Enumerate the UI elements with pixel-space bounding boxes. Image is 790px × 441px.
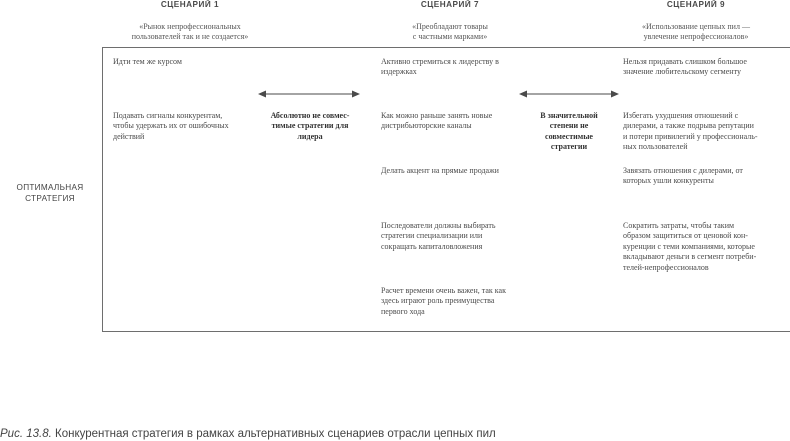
- incompatible-strategies-note: Абсолютно не совмес- тимые стратегии для…: [258, 111, 362, 142]
- scenario-9-subtitle: «Использование цепных пил — увлечение не…: [601, 22, 790, 42]
- strategy-line: действий: [113, 131, 145, 141]
- strategy-line: Сократить затраты, чтобы таким: [623, 221, 735, 230]
- strategy-line: Активно стремиться к лидерству в: [381, 57, 499, 66]
- scenario-9-subtitle-line: увлечение непрофессионалов»: [643, 32, 749, 41]
- scenario-1-title: СЦЕНАРИЙ 1: [160, 0, 220, 9]
- caption-text: Конкурентная стратегия в рамках альтерна…: [55, 428, 496, 440]
- note-line: тимые стратегии для: [271, 121, 349, 131]
- scenario-7-strategy: Делать акцент на прямые продажи: [381, 166, 531, 176]
- scenario-7-strategy: Как можно раньше занять новые дистрибьют…: [381, 111, 531, 132]
- strategy-line: сокращать капиталовложения: [381, 241, 483, 251]
- scenario-9-strategy: Завязать отношения с дилерами, от которы…: [623, 166, 788, 187]
- scenario-1-subtitle-line: «Рынок непрофессиональных: [139, 22, 241, 31]
- scenario-9-title: СЦЕНАРИЙ 9: [666, 0, 726, 9]
- scenario-1-subtitle-line: пользователей так и не создается»: [131, 32, 249, 41]
- note-line: В значительной: [540, 111, 598, 120]
- strategy-frame: [102, 47, 790, 332]
- strategy-line: здесь играют роль преимущества: [381, 296, 495, 306]
- note-line: степени не: [549, 121, 589, 131]
- note-line: стратегии: [550, 142, 588, 152]
- optimal-strategy-label: ОПТИМАЛЬНАЯ СТРАТЕГИЯ: [5, 182, 95, 204]
- scenario-7-strategy: Активно стремиться к лидерству в издержк…: [381, 57, 531, 78]
- caption-number: Рис. 13.8.: [0, 428, 52, 440]
- scenario-7-strategy: Последователи должны выбирать стратегии …: [381, 221, 531, 252]
- strategy-line: Нельзя придавать слишком большое: [623, 57, 747, 66]
- scenario-9-strategy: Избегать ухудшения отношений с дилерами,…: [623, 111, 788, 153]
- scenario-7-subtitle-line: с частными марками»: [412, 32, 488, 41]
- note-line: лидера: [297, 131, 323, 141]
- strategy-line: которых ушли конкуренты: [623, 176, 714, 186]
- strategy-line: стратегии специализации или: [381, 231, 483, 241]
- double-arrow-icon: [519, 90, 619, 98]
- largely-incompatible-note: В значительной степени не совместимые ст…: [530, 111, 608, 153]
- scenario-1-strategy: Идти тем же курсом: [113, 57, 263, 67]
- scenario-9-strategy: Сократить затраты, чтобы таким образом з…: [623, 221, 788, 273]
- scenario-1-subtitle: «Рынок непрофессиональных пользователей …: [95, 22, 285, 42]
- scenario-9-strategy: Нельзя придавать слишком большое значени…: [623, 57, 788, 78]
- strategy-line: куренции с теми компаниями, которые: [623, 241, 755, 251]
- note-line: совместимые: [545, 131, 593, 141]
- scenario-7-subtitle-line: «Преобладают товары: [412, 22, 488, 31]
- strategy-line: телей-непрофессионалов: [623, 262, 709, 272]
- strategy-line: вкладывают деньги в сегмент потреби-: [623, 252, 757, 262]
- strategy-line: и потери привилегий у профессиональ-: [623, 131, 758, 141]
- figure-caption: Рис. 13.8. Конкурентная стратегия в рамк…: [0, 428, 790, 440]
- scenario-7-subtitle: «Преобладают товары с частными марками»: [355, 22, 545, 42]
- strategy-line: Последователи должны выбирать: [381, 221, 496, 230]
- scenario-1-strategy: Подавать сигналы конкурентам, чтобы удер…: [113, 111, 263, 142]
- strategy-line: значение любительскому сегменту: [623, 67, 741, 77]
- strategy-line: дилерами, а также подрыва репутации: [623, 121, 754, 131]
- strategy-line: Делать акцент на прямые продажи: [381, 166, 499, 175]
- strategy-line: Завязать отношения с дилерами, от: [623, 166, 743, 175]
- strategy-line: Как можно раньше занять новые: [381, 111, 493, 120]
- scenario-9-subtitle-line: «Использование цепных пил —: [642, 22, 750, 31]
- scenario-7-strategy: Расчет времени очень важен, так как здес…: [381, 286, 531, 317]
- strategy-line: ных пользователей: [623, 142, 688, 152]
- note-line: Абсолютно не совмес-: [270, 111, 350, 120]
- double-arrow-icon: [258, 90, 360, 98]
- strategy-line: образом защититься от ценовой кон-: [623, 231, 748, 241]
- scenario-7-title: СЦЕНАРИЙ 7: [420, 0, 480, 9]
- strategy-line: издержках: [381, 67, 417, 77]
- strategy-line: Расчет времени очень важен, так как: [381, 286, 506, 295]
- row-label-line: СТРАТЕГИЯ: [25, 194, 75, 203]
- strategy-line: Подавать сигналы конкурентам,: [113, 111, 223, 120]
- strategy-line: Идти тем же курсом: [113, 57, 182, 66]
- strategy-line: дистрибьюторские каналы: [381, 121, 472, 131]
- strategy-line: Избегать ухудшения отношений с: [623, 111, 739, 120]
- strategy-line: чтобы удержать их от ошибочных: [113, 121, 229, 131]
- row-label-line: ОПТИМАЛЬНАЯ: [16, 183, 84, 192]
- strategy-line: первого хода: [381, 306, 425, 316]
